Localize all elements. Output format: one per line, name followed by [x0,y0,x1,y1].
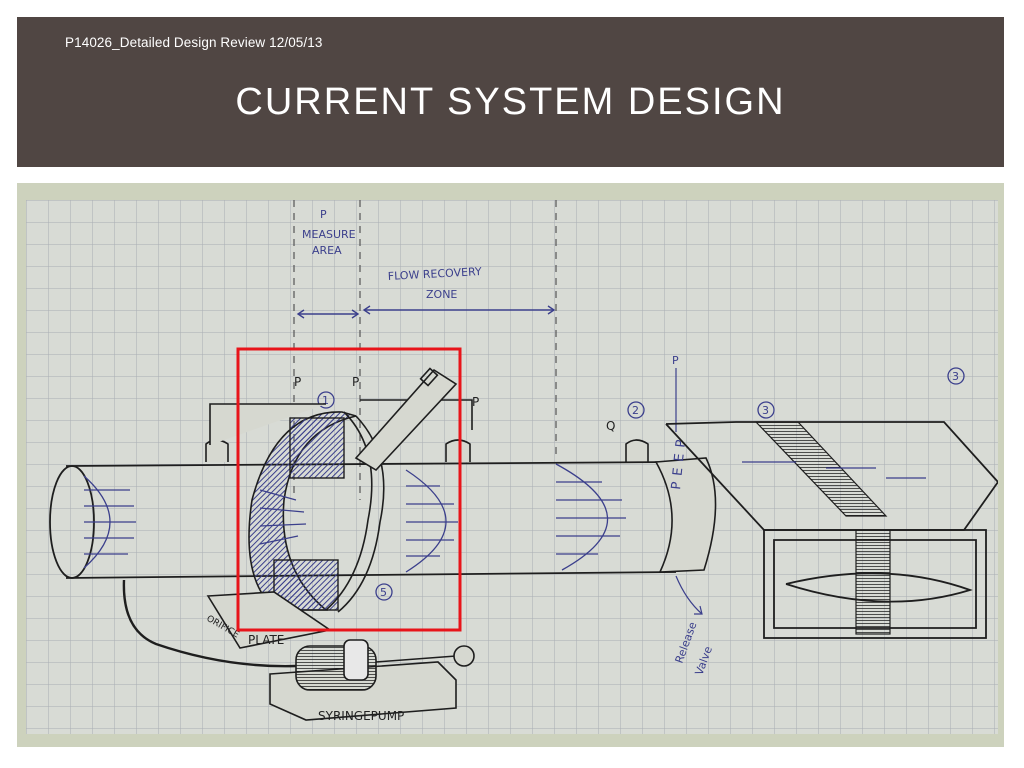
label-zone: ZONE [426,288,457,301]
syringe-pump [269,639,475,721]
peep-valve [654,457,717,573]
label-flow-recovery: FLOW RECOVERY [387,265,482,283]
number-markers [317,367,965,601]
sketch-drawing: P MEASURE AREA FLOW RECOVERY ZONE P P P … [26,200,998,734]
flow-profile-inlet [83,475,136,569]
highlight-box [236,347,462,632]
slide-subtitle: P14026_Detailed Design Review 12/05/13 [65,35,323,50]
dimension-arrows [296,305,556,319]
label-p-top: P [320,208,327,221]
release-arrow [675,575,703,615]
flow-profile-recovery [405,469,458,573]
label-q: Q [606,419,615,433]
marker-3b: 3 [952,370,959,383]
sketch-photo: P MEASURE AREA FLOW RECOVERY ZONE P P P … [26,200,998,734]
pump-tubing [122,579,297,668]
plate-handle [354,367,458,472]
marker-3a: 3 [762,404,769,417]
flow-profile-outlet [555,463,626,571]
label-plate: PLATE [248,633,284,647]
label-p3: P [472,395,479,409]
label-measure: MEASURE [302,228,356,241]
label-syringe-pump: SYRINGEPUMP [318,709,404,723]
label-area: AREA [312,244,342,257]
marker-1: 1 [322,394,329,407]
slide-title: CURRENT SYSTEM DESIGN [235,81,786,123]
lung-arrows [742,461,926,479]
title-banner: P14026_Detailed Design Review 12/05/13 C… [17,17,1004,167]
label-p1: P [294,375,301,389]
lung-strap [754,421,891,635]
marker-5: 5 [380,586,387,599]
marker-2: 2 [632,404,639,417]
label-p4: P [672,354,679,367]
label-p2: P [352,375,359,389]
label-peep: PEEP [669,433,690,490]
